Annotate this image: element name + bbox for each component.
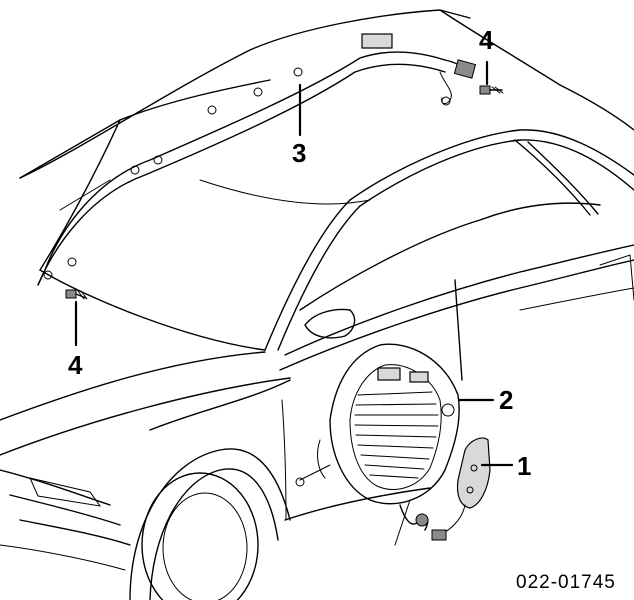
callout-2: 2 xyxy=(499,385,514,415)
side-airbag xyxy=(431,437,491,541)
callout-1: 1 xyxy=(517,451,532,481)
callout-4-top: 4 xyxy=(479,25,494,55)
bolt-left xyxy=(65,289,88,300)
leader-lines xyxy=(74,60,514,467)
seat-back-frame xyxy=(295,343,460,546)
bolt-top xyxy=(479,85,504,95)
car-body-outline xyxy=(0,9,634,600)
part-number-label: 022-01745 xyxy=(516,572,616,593)
curtain-airbag xyxy=(37,33,477,286)
callout-3: 3 xyxy=(292,138,307,168)
callout-4-left: 4 xyxy=(68,350,83,380)
